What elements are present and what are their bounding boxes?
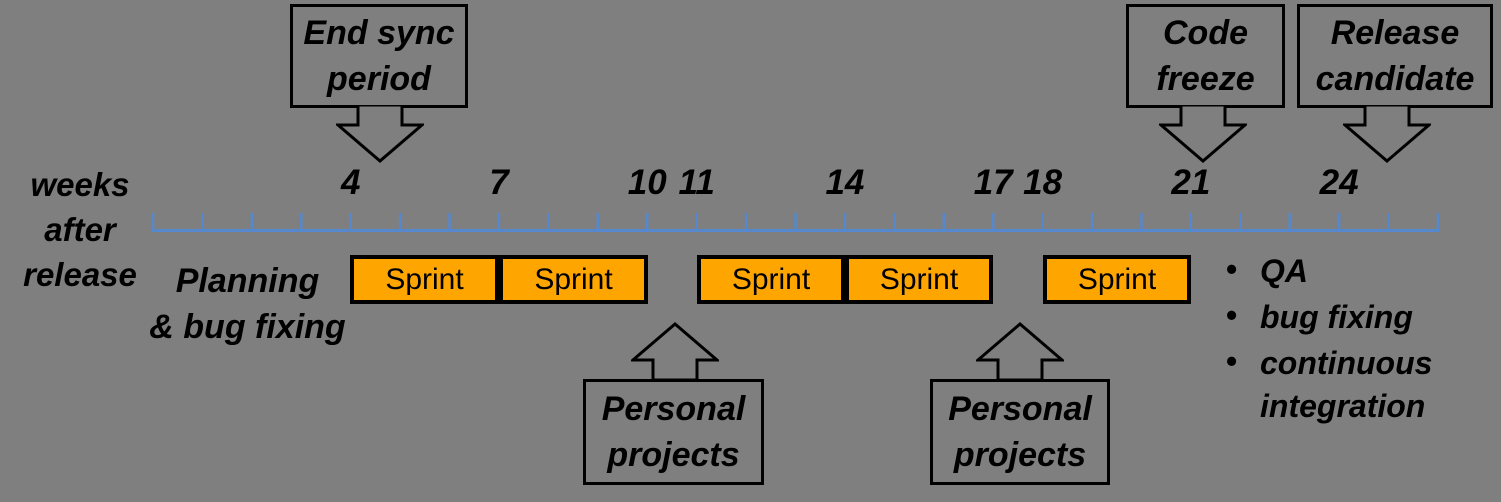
week-label: 21 <box>1171 163 1211 202</box>
week-label: 17 <box>973 163 1013 202</box>
sprint-box: Sprint <box>499 255 648 304</box>
weeks-after-release-label: weeks after release <box>23 166 137 293</box>
callout-code-freeze: Code freeze <box>1126 4 1285 108</box>
planning-phase-label: Planning & bug fixing <box>149 262 346 346</box>
week-label: 18 <box>1023 163 1063 202</box>
callout-release-candidate: Release candidate <box>1297 4 1493 108</box>
sprint-label: Sprint <box>385 262 464 296</box>
down-arrow-icon <box>336 105 424 163</box>
down-arrow-icon <box>1343 105 1431 163</box>
sprint-label: Sprint <box>1077 262 1157 296</box>
tick-marks <box>151 213 1440 231</box>
sprint-label: Sprint <box>534 262 613 296</box>
week-label: 11 <box>678 163 715 202</box>
sprint-box: Sprint <box>1043 255 1191 304</box>
timeline-axis <box>151 213 1440 232</box>
callout-end-sync-period: End sync period <box>290 4 468 108</box>
sprint-label: Sprint <box>731 262 811 296</box>
week-label: 14 <box>825 163 865 202</box>
week-label: 24 <box>1319 163 1359 202</box>
sprint-box: Sprint <box>697 255 845 304</box>
bullet-item: continuous integration <box>1222 340 1465 428</box>
sprint-box: Sprint <box>350 255 499 304</box>
up-arrow-icon <box>631 322 719 380</box>
week-label: 10 <box>627 163 667 202</box>
callout-personal-projects-1: Personal projects <box>583 379 764 485</box>
final-phase-bullet-list: QA bug fixing continuous integration <box>1222 248 1472 431</box>
sprint-box: Sprint <box>845 255 993 304</box>
down-arrow-icon <box>1159 105 1247 163</box>
bullet-item: bug fixing <box>1222 294 1465 339</box>
callout-personal-projects-2: Personal projects <box>930 379 1110 485</box>
up-arrow-icon <box>976 322 1064 380</box>
sprint-label: Sprint <box>879 262 959 296</box>
week-label: 7 <box>489 163 509 202</box>
bullet-item: QA <box>1222 248 1465 293</box>
week-label: 4 <box>340 163 361 202</box>
